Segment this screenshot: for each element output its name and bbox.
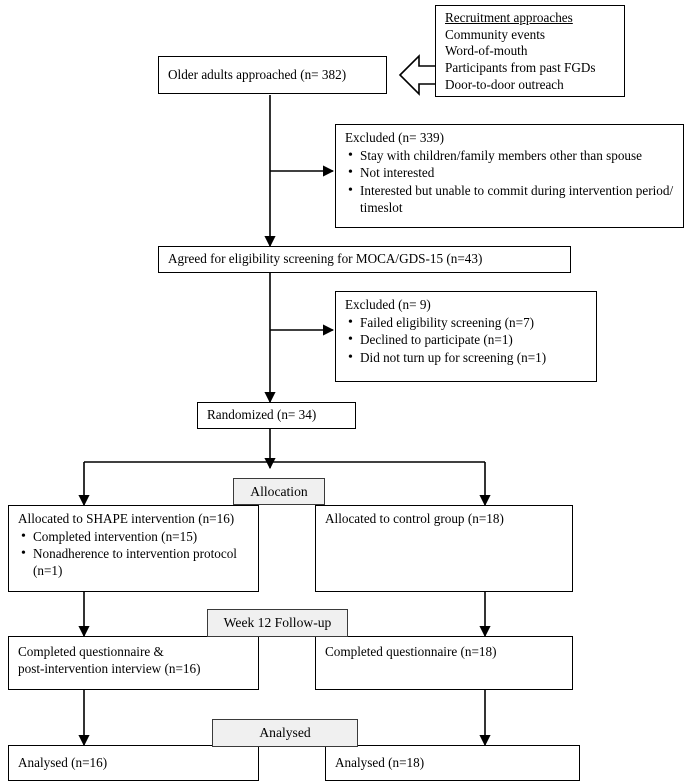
allocated-intervention-box: Allocated to SHAPE intervention (n=16) C… (8, 505, 259, 592)
stage-followup-label: Week 12 Follow-up (207, 609, 348, 637)
analysed-intervention-box: Analysed (n=16) (8, 745, 259, 781)
excluded-339-list: Stay with children/family members other … (345, 147, 675, 217)
recruitment-item-3: Door-to-door outreach (445, 76, 564, 92)
stage-allocation-label: Allocation (233, 478, 325, 505)
excluded-9-item-1: Declined to participate (n=1) (360, 332, 513, 348)
allocated-control-box: Allocated to control group (n=18) (315, 505, 573, 592)
recruitment-item-2: Participants from past FGDs (445, 59, 596, 75)
stage-analysis-label: Analysed (212, 719, 358, 747)
excluded-9-item-2: Did not turn up for screening (n=1) (360, 349, 547, 365)
excluded-9-title: Excluded (n= 9) (345, 297, 431, 312)
allocated-intervention-title: Allocated to SHAPE intervention (n=16) (18, 511, 235, 526)
eligibility-screening-box: Agreed for eligibility screening for MOC… (158, 246, 571, 273)
followup-control-box: Completed questionnaire (n=18) (315, 636, 573, 690)
allocated-intervention-item-1: Nonadherence to intervention protocol (n… (33, 546, 237, 578)
recruitment-approaches-box: Recruitment approaches Community events … (435, 5, 625, 97)
excluded-339-item-2: Interested but unable to commit during i… (360, 182, 674, 215)
excluded-9-list: Failed eligibility screening (n=7) Decli… (345, 314, 588, 367)
list-item: Not interested (345, 164, 675, 182)
older-adults-approached-box: Older adults approached (n= 382) (158, 56, 387, 94)
allocated-control-title: Allocated to control group (n=18) (325, 511, 504, 526)
list-item: Stay with children/family members other … (345, 147, 675, 165)
excluded-9-box: Excluded (n= 9) Failed eligibility scree… (335, 291, 597, 382)
randomized-box: Randomized (n= 34) (197, 402, 356, 429)
stage-analysis-text: Analysed (259, 725, 311, 740)
list-item: Failed eligibility screening (n=7) (345, 314, 588, 332)
followup-control-line-1: Completed questionnaire (n=18) (325, 644, 497, 659)
excluded-339-title: Excluded (n= 339) (345, 130, 444, 145)
excluded-9-item-0: Failed eligibility screening (n=7) (360, 314, 535, 330)
list-item: Did not turn up for screening (n=1) (345, 349, 588, 367)
analysed-control-label: Analysed (n=18) (335, 755, 425, 770)
stage-allocation-text: Allocation (250, 483, 308, 499)
analysed-intervention-label: Analysed (n=16) (18, 755, 108, 770)
recruitment-block-arrow (398, 54, 438, 96)
recruitment-item-1: Word-of-mouth (445, 43, 528, 59)
recruitment-item-0: Community events (445, 26, 546, 42)
excluded-339-item-0: Stay with children/family members other … (360, 147, 643, 163)
allocated-intervention-list: Completed intervention (n=15) Nonadheren… (18, 528, 250, 580)
excluded-339-box: Excluded (n= 339) Stay with children/fam… (335, 124, 684, 228)
recruitment-title: Recruitment approaches (445, 10, 573, 25)
stage-followup-text: Week 12 Follow-up (223, 615, 332, 630)
eligibility-screening-label: Agreed for eligibility screening for MOC… (168, 251, 483, 267)
followup-intervention-line-1: Completed questionnaire & (18, 644, 164, 659)
list-item: Interested but unable to commit during i… (345, 182, 675, 216)
analysed-control-box: Analysed (n=18) (325, 745, 580, 781)
allocated-intervention-item-0: Completed intervention (n=15) (33, 528, 198, 544)
older-adults-approached-label: Older adults approached (n= 382) (168, 66, 347, 82)
followup-intervention-line-2: post-intervention interview (n=16) (18, 660, 201, 676)
excluded-339-item-1: Not interested (360, 165, 435, 181)
randomized-label: Randomized (n= 34) (207, 407, 317, 423)
list-item: Completed intervention (n=15) (18, 528, 250, 546)
followup-intervention-box: Completed questionnaire & post-intervent… (8, 636, 259, 690)
list-item: Nonadherence to intervention protocol (n… (18, 545, 250, 579)
list-item: Declined to participate (n=1) (345, 331, 588, 349)
